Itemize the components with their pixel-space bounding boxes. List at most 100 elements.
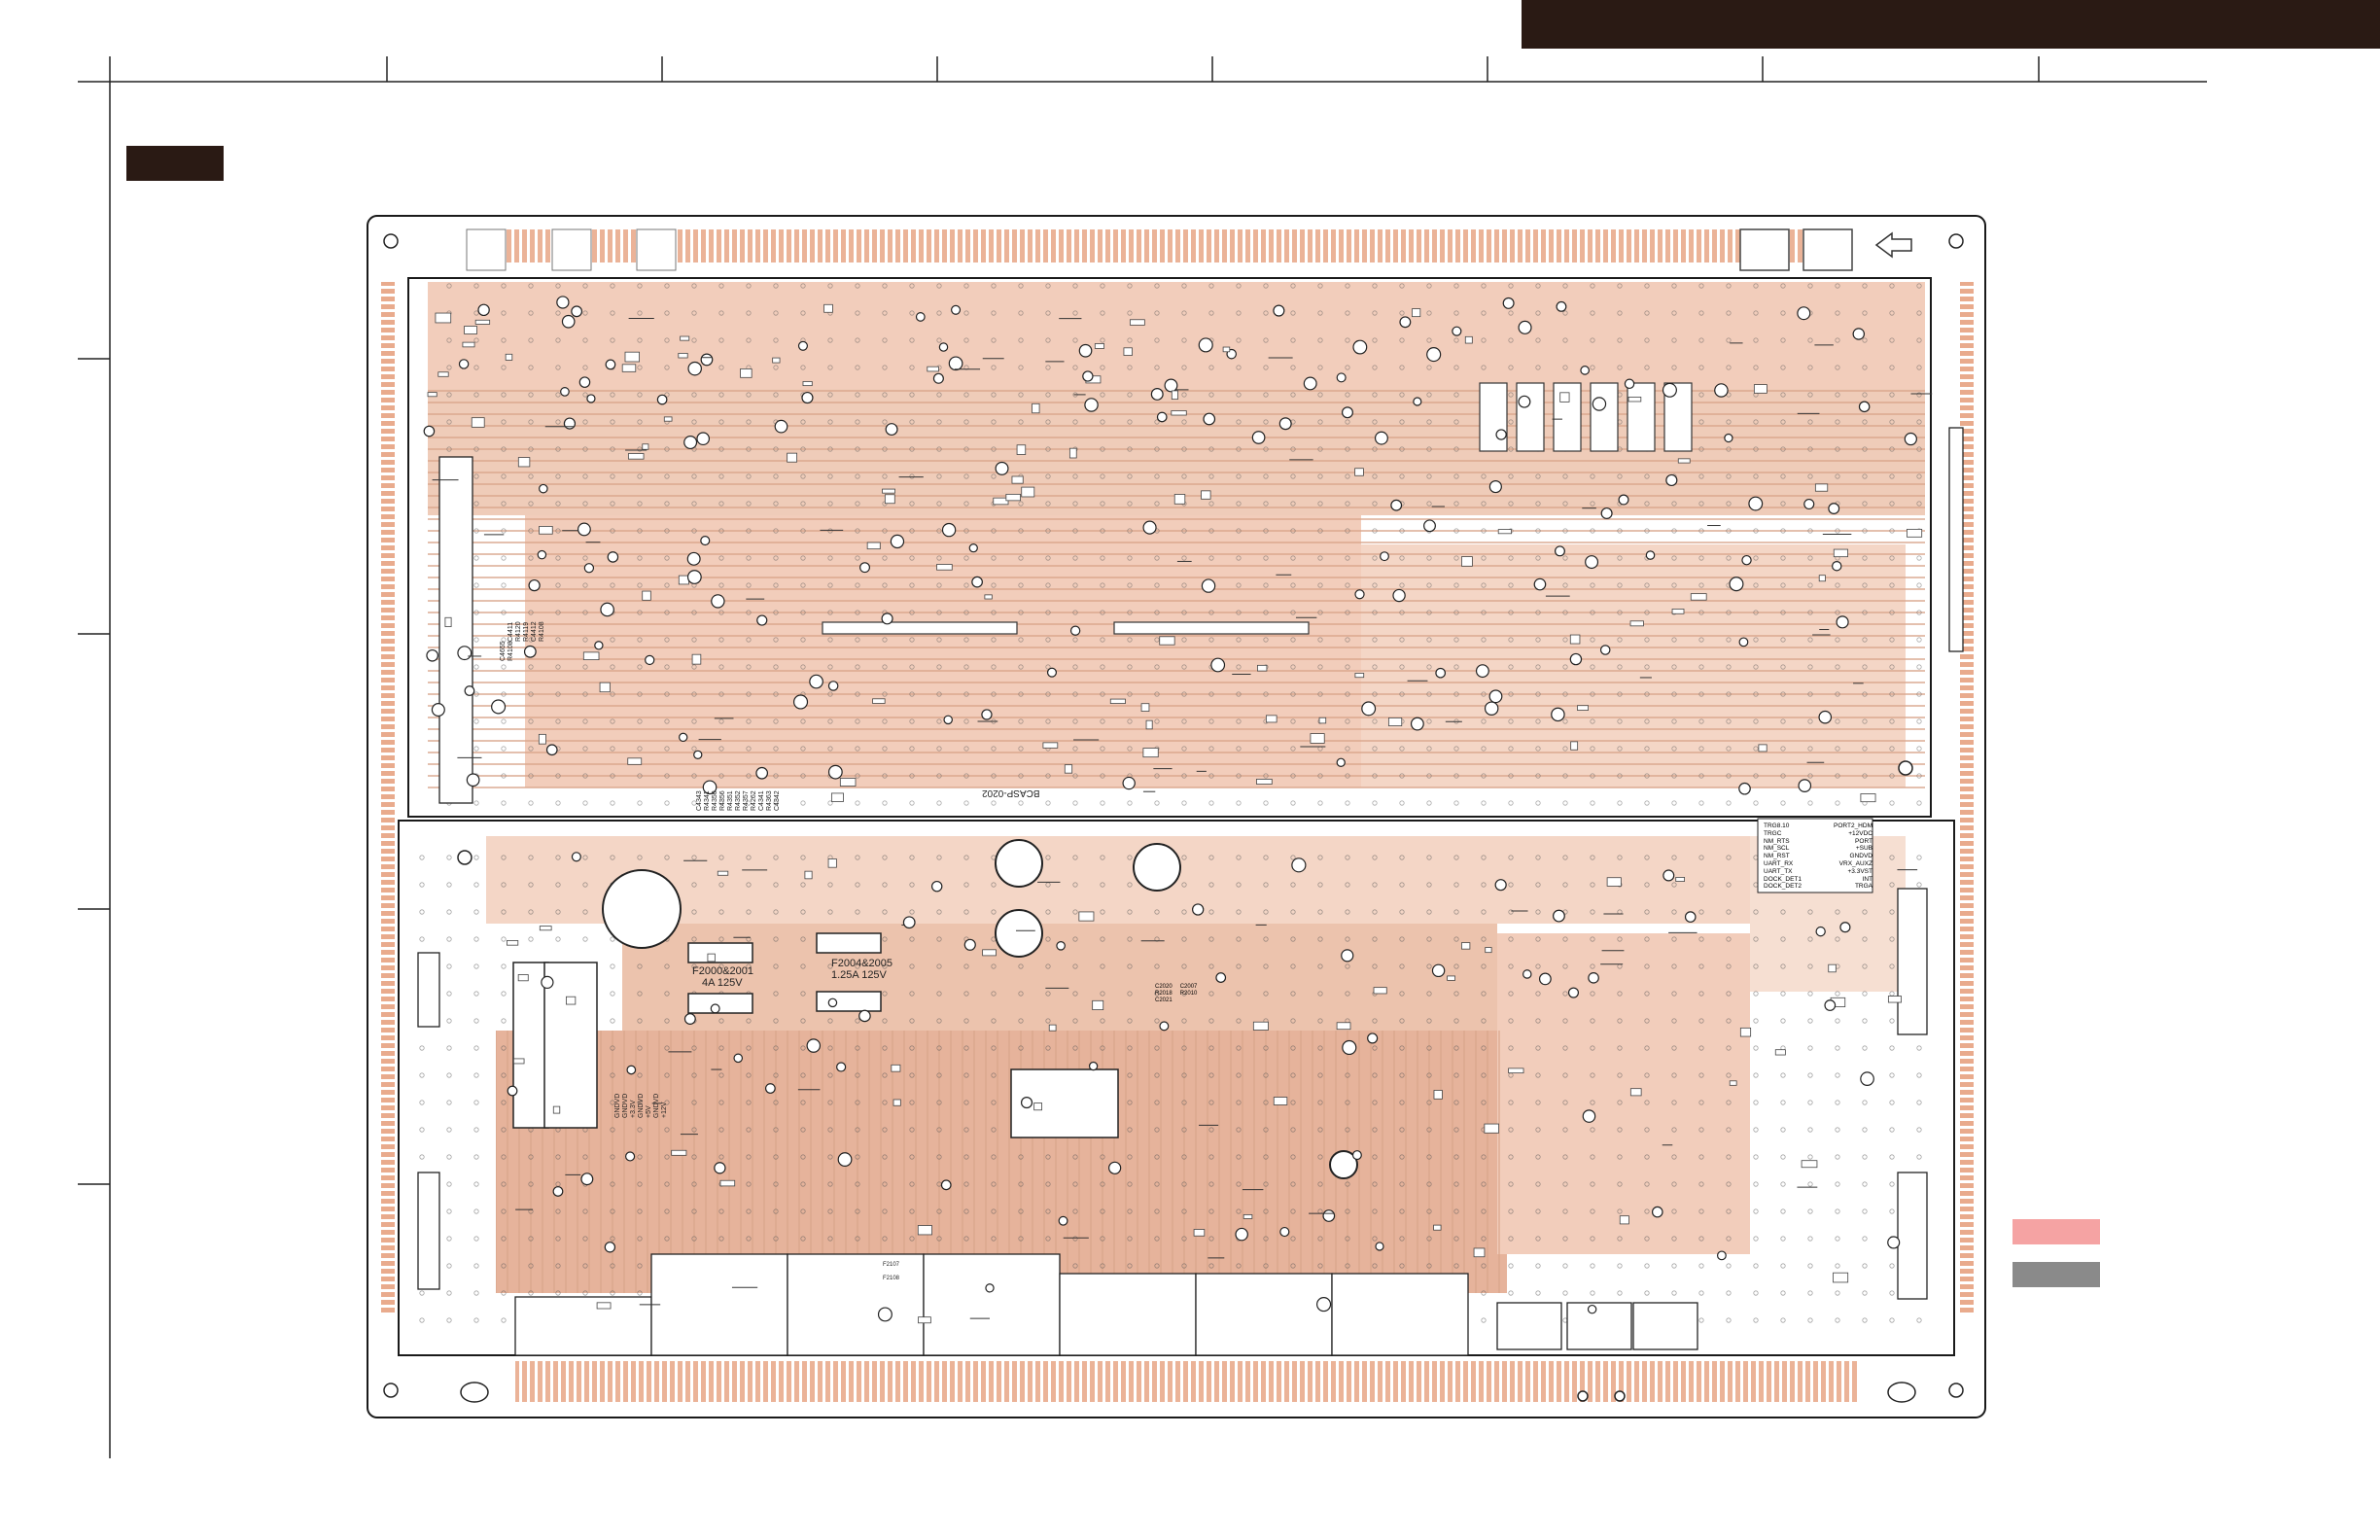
capacitor-footprint: [885, 423, 898, 437]
smd-footprint: [1577, 705, 1589, 711]
signal-label: INT: [1862, 875, 1872, 883]
smd-footprint: [582, 651, 600, 660]
smd-footprint: [691, 653, 702, 665]
smd-footprint: [802, 381, 813, 387]
capacitor-footprint: [1522, 969, 1532, 979]
capacitor-footprint: [1852, 328, 1866, 340]
capacitor-footprint: [1832, 561, 1842, 572]
capacitor-footprint: [985, 1283, 995, 1293]
capacitor-footprint: [733, 1053, 744, 1064]
signal-label-block: [1757, 818, 1873, 893]
smd-footprint: [1011, 475, 1024, 484]
signal-label: GNDVD: [1849, 853, 1872, 860]
capacitor-footprint: [1714, 383, 1729, 398]
capacitor-footprint: [1342, 1039, 1357, 1056]
smd-footprint: [1629, 620, 1644, 627]
capacitor-footprint: [801, 391, 814, 404]
capacitor-footprint: [1748, 496, 1764, 511]
ref-label: R4352: [735, 790, 742, 811]
component-footprints: [423, 296, 1933, 1324]
smd-footprint: [918, 1316, 931, 1324]
smd-footprint: [1570, 741, 1579, 751]
capacitor-footprint: [605, 359, 616, 370]
smd-footprint: [1222, 346, 1231, 353]
smd-footprint: [1433, 1224, 1442, 1231]
capacitor-footprint: [877, 1307, 892, 1322]
smd-footprint: [1387, 718, 1403, 726]
capacitor-footprint: [1367, 1032, 1379, 1044]
capacitor-footprint: [1210, 657, 1226, 673]
capacitor-footprint: [1069, 625, 1081, 636]
signal-label: TRGC: [1764, 829, 1782, 837]
capacitor-footprint: [1046, 667, 1058, 678]
capacitor-footprint: [943, 715, 953, 725]
capacitor-footprint: [1580, 366, 1591, 375]
ref-label: C2021: [1155, 998, 1172, 1003]
smd-footprint: [596, 1302, 612, 1310]
capacitor-footprint: [1084, 398, 1099, 412]
capacitor-footprint: [1818, 710, 1833, 724]
upper-board-section: [407, 277, 1932, 818]
ref-label: R4356: [719, 790, 726, 811]
capacitor-footprint: [1803, 498, 1815, 510]
smd-footprint: [462, 341, 475, 348]
capacitor-footprint: [827, 998, 838, 1008]
capacitor-footprint: [1662, 869, 1675, 882]
smd-footprint: [435, 312, 452, 324]
large-electrolytic-capacitors: [602, 839, 1181, 958]
smd-footprint: [1619, 1215, 1629, 1225]
legend-swatch-copper-bottom: [2012, 1262, 2100, 1287]
smd-footprint: [1569, 634, 1581, 645]
capacitor-footprint: [1336, 757, 1346, 767]
signal-label: +SUB: [1855, 845, 1872, 853]
signal-label: NM_RTS: [1764, 837, 1790, 845]
capacitor-footprint: [1198, 337, 1213, 353]
smd-footprint: [1828, 963, 1837, 973]
smd-footprint: [1559, 392, 1570, 402]
smd-footprint: [642, 443, 649, 450]
smd-footprint: [627, 453, 645, 460]
signal-label: TRG8.10: [1764, 822, 1790, 829]
capacitor-footprint: [645, 654, 655, 666]
capacitor-footprint: [1475, 664, 1489, 679]
ref-label: C4412: [531, 621, 538, 642]
capacitor-footprint: [1279, 1226, 1290, 1238]
smd-footprint: [993, 497, 1009, 506]
capacitor-footprint: [1518, 395, 1531, 408]
smd-footprint: [917, 1225, 932, 1236]
capacitor-footprint: [571, 852, 581, 862]
smd-footprint: [1142, 748, 1159, 758]
capacitor-footprint: [1533, 578, 1547, 591]
capacitor-footprint: [1798, 779, 1812, 792]
smd-footprint: [1433, 1090, 1443, 1100]
capacitor-footprint: [1495, 429, 1507, 440]
capacitor-footprint: [1235, 1227, 1248, 1242]
capacitor-footprint: [583, 563, 595, 574]
smd-footprint: [1033, 1102, 1042, 1111]
smd-footprint: [474, 319, 491, 325]
capacitor-footprint: [700, 535, 711, 546]
smd-footprint: [1801, 1160, 1818, 1169]
capacitor-footprint: [809, 674, 823, 689]
smd-footprint: [1171, 390, 1178, 401]
capacitor-footprint: [941, 522, 957, 538]
smd-footprint: [1447, 975, 1456, 981]
capacitor-footprint: [1624, 378, 1635, 390]
smd-footprint: [1171, 410, 1187, 416]
ref-label: R4108: [508, 641, 514, 661]
capacitor-footprint: [1215, 972, 1227, 983]
smd-footprint: [438, 371, 449, 377]
capacitor-footprint: [1665, 473, 1678, 487]
smd-footprint: [663, 416, 673, 422]
capacitor-footprint: [507, 1085, 518, 1097]
smd-footprint: [680, 335, 690, 341]
capacitor-footprint: [1278, 417, 1292, 431]
capacitor-footprint: [827, 681, 839, 691]
capacitor-footprint: [464, 685, 475, 696]
capacitor-footprint: [932, 372, 944, 384]
smd-footprint: [830, 792, 844, 802]
smd-footprint: [539, 926, 552, 931]
smd-footprint: [740, 368, 752, 378]
ref-label: R4108: [539, 621, 545, 642]
